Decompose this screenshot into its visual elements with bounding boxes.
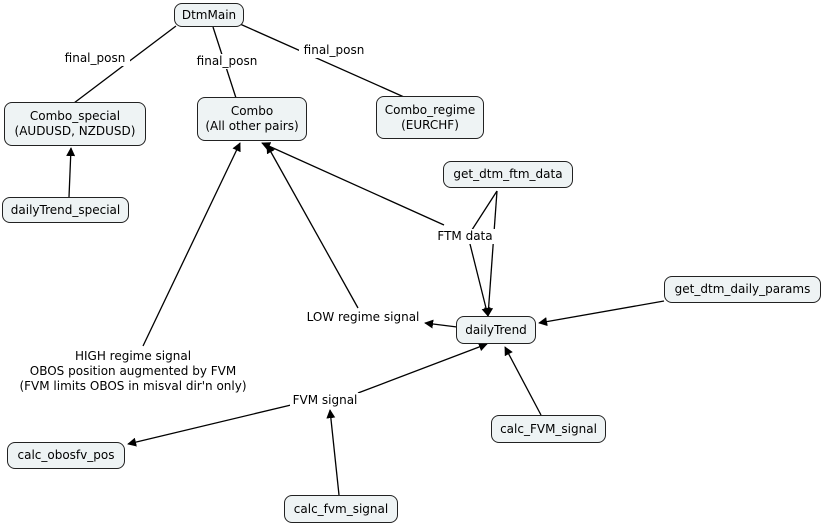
node-get-dtm-ftm-data-label: get_dtm_ftm_data [453, 167, 563, 181]
label-high-regime-line-1: HIGH regime signal [74, 349, 192, 363]
node-combo-regime-line-1: Combo_regime [384, 102, 476, 117]
node-get-dtm-daily-params-label: get_dtm_daily_params [674, 282, 811, 296]
edge-low-regime-to-combo [266, 144, 359, 309]
node-dtm-main-label: DtmMain [181, 7, 237, 22]
label-high-regime-line-3: (FVM limits OBOS in misval dir'n only) [19, 379, 247, 393]
edge-calc-fvm-upper-to-daily-trend [504, 346, 542, 416]
node-get-dtm-daily-params[interactable]: get_dtm_daily_params [664, 276, 821, 303]
label-low-regime-signal: LOW regime signal [302, 310, 424, 325]
edge-calc-fvm-lower-to-fvm-signal [326, 409, 340, 496]
edge-fvm-signal-to-obosfv [127, 404, 292, 447]
node-combo[interactable]: Combo (All other pairs) [197, 97, 307, 141]
node-daily-trend-special[interactable]: dailyTrend_special [2, 197, 129, 223]
label-high-regime-signal: HIGH regime signal OBOS position augment… [8, 349, 258, 394]
node-combo-special-line-2: (AUDUSD, NZDUSD) [14, 124, 136, 138]
edge-daily-params-to-daily-trend [538, 300, 665, 327]
node-get-dtm-ftm-data[interactable]: get_dtm_ftm_data [443, 161, 573, 188]
node-daily-trend[interactable]: dailyTrend [456, 316, 536, 344]
node-combo-special[interactable]: Combo_special (AUDUSD, NZDUSD) [4, 102, 146, 146]
label-final-posn-right: final_posn [299, 43, 369, 58]
node-calc-obosfv-pos[interactable]: calc_obosfv_pos [7, 442, 125, 469]
label-ftm-data: FTM data [432, 229, 498, 244]
node-calc-obosfv-pos-label: calc_obosfv_pos [17, 448, 115, 462]
node-combo-line-2: (All other pairs) [205, 119, 299, 133]
label-high-regime-line-2: OBOS position augmented by FVM [29, 364, 237, 378]
edge-daily-trend-to-low-regime [424, 319, 458, 329]
node-combo-regime[interactable]: Combo_regime (EURCHF) [376, 96, 484, 139]
node-calc-fvm-signal-upper[interactable]: calc_FVM_signal [491, 415, 606, 443]
edge-ftm-data-to-daily-trend [484, 190, 498, 317]
node-combo-regime-line-2: (EURCHF) [401, 117, 459, 132]
node-calc-fvm-signal-lower[interactable]: calc_fvm_signal [284, 495, 398, 523]
edge-dailytrend-special-to-combo-special [66, 147, 76, 198]
node-dtm-main[interactable]: DtmMain [174, 3, 244, 27]
node-calc-fvm-signal-lower-label: calc_fvm_signal [293, 501, 389, 516]
label-fvm-signal: FVM signal [290, 393, 360, 408]
edge-dtmmain-combo-regime [239, 23, 405, 98]
node-calc-fvm-signal-upper-label: calc_FVM_signal [500, 421, 597, 436]
edge-fvm-signal-to-daily-trend [357, 342, 488, 394]
node-daily-trend-label: dailyTrend [465, 322, 527, 337]
label-final-posn-mid: final_posn [192, 54, 262, 69]
label-final-posn-left: final_posn [60, 51, 130, 66]
node-combo-line-1: Combo [230, 104, 274, 118]
node-daily-trend-special-label: dailyTrend_special [10, 202, 121, 217]
edge-high-regime-to-combo [142, 142, 241, 347]
edge-ftm-data-to-combo [261, 142, 445, 226]
node-combo-special-line-1: Combo_special [29, 109, 121, 123]
